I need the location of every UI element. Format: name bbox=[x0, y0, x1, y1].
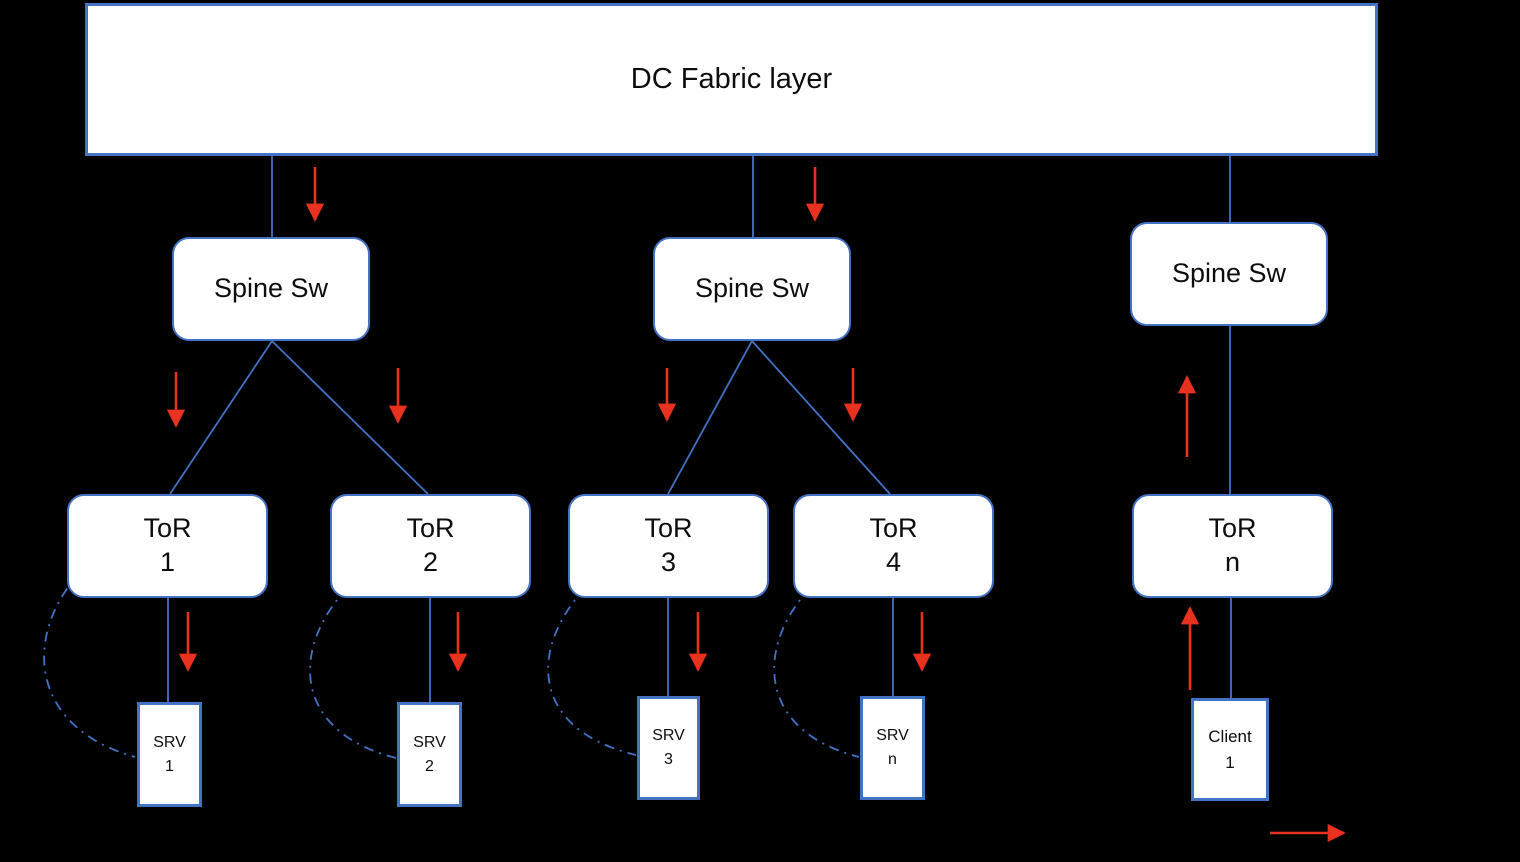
srv-1-label: SRV bbox=[153, 733, 186, 751]
srv-1-number: 1 bbox=[165, 757, 174, 775]
client-1-number: 1 bbox=[1225, 752, 1235, 772]
spine-switch-n-box: Spine Sw bbox=[1130, 222, 1328, 326]
dc-fabric-layer-label: DC Fabric layer bbox=[630, 63, 833, 95]
tor-n-box: ToR n bbox=[1132, 494, 1333, 598]
tor-1-number: 1 bbox=[159, 547, 176, 577]
srv-n-number: n bbox=[888, 751, 897, 768]
dc-fabric-layer-box: DC Fabric layer bbox=[85, 3, 1378, 156]
tor-4-number: 4 bbox=[885, 547, 902, 577]
client-1-box: Client 1 bbox=[1191, 698, 1269, 801]
tor-n-number: n bbox=[1224, 547, 1241, 577]
tor-2-number: 2 bbox=[422, 547, 439, 577]
tor-1-label: ToR bbox=[143, 513, 192, 544]
link-spine1-tor2 bbox=[271, 340, 429, 495]
spine-switch-1-label: Spine Sw bbox=[213, 273, 329, 304]
tor-1-box: ToR 1 bbox=[67, 494, 268, 598]
spine-switch-1-box: Spine Sw bbox=[172, 237, 370, 341]
srv-n-box: SRV n bbox=[860, 696, 925, 800]
loop-arc-tor1-srv1 bbox=[43, 581, 136, 758]
tor-3-box: ToR 3 bbox=[568, 494, 769, 598]
client-1-label: Client bbox=[1208, 727, 1252, 746]
srv-2-box: SRV 2 bbox=[397, 702, 462, 807]
tor-2-label: ToR bbox=[406, 513, 455, 544]
tor-4-label: ToR bbox=[869, 513, 918, 544]
link-spine2-tor4 bbox=[751, 340, 891, 495]
tor-2-box: ToR 2 bbox=[330, 494, 531, 598]
srv-2-label: SRV bbox=[413, 733, 446, 751]
loop-arc-tor4-srvn bbox=[773, 599, 860, 758]
loop-arc-tor2-srv2 bbox=[309, 599, 397, 759]
srv-2-number: 2 bbox=[425, 757, 434, 775]
srv-3-box: SRV 3 bbox=[637, 696, 700, 800]
srv-3-number: 3 bbox=[664, 751, 673, 768]
tor-n-label: ToR bbox=[1208, 513, 1257, 544]
tor-3-label: ToR bbox=[644, 513, 693, 544]
srv-1-box: SRV 1 bbox=[137, 702, 202, 807]
link-spine1-tor1 bbox=[169, 340, 273, 495]
loop-arc-tor3-srv3 bbox=[547, 599, 637, 756]
link-spine2-tor3 bbox=[667, 340, 753, 495]
spine-switch-2-label: Spine Sw bbox=[694, 273, 810, 304]
tor-4-box: ToR 4 bbox=[793, 494, 994, 598]
tor-3-number: 3 bbox=[660, 547, 677, 577]
srv-n-label: SRV bbox=[876, 727, 909, 744]
spine-switch-n-label: Spine Sw bbox=[1171, 258, 1287, 289]
spine-switch-2-box: Spine Sw bbox=[653, 237, 851, 341]
srv-3-label: SRV bbox=[652, 727, 685, 744]
